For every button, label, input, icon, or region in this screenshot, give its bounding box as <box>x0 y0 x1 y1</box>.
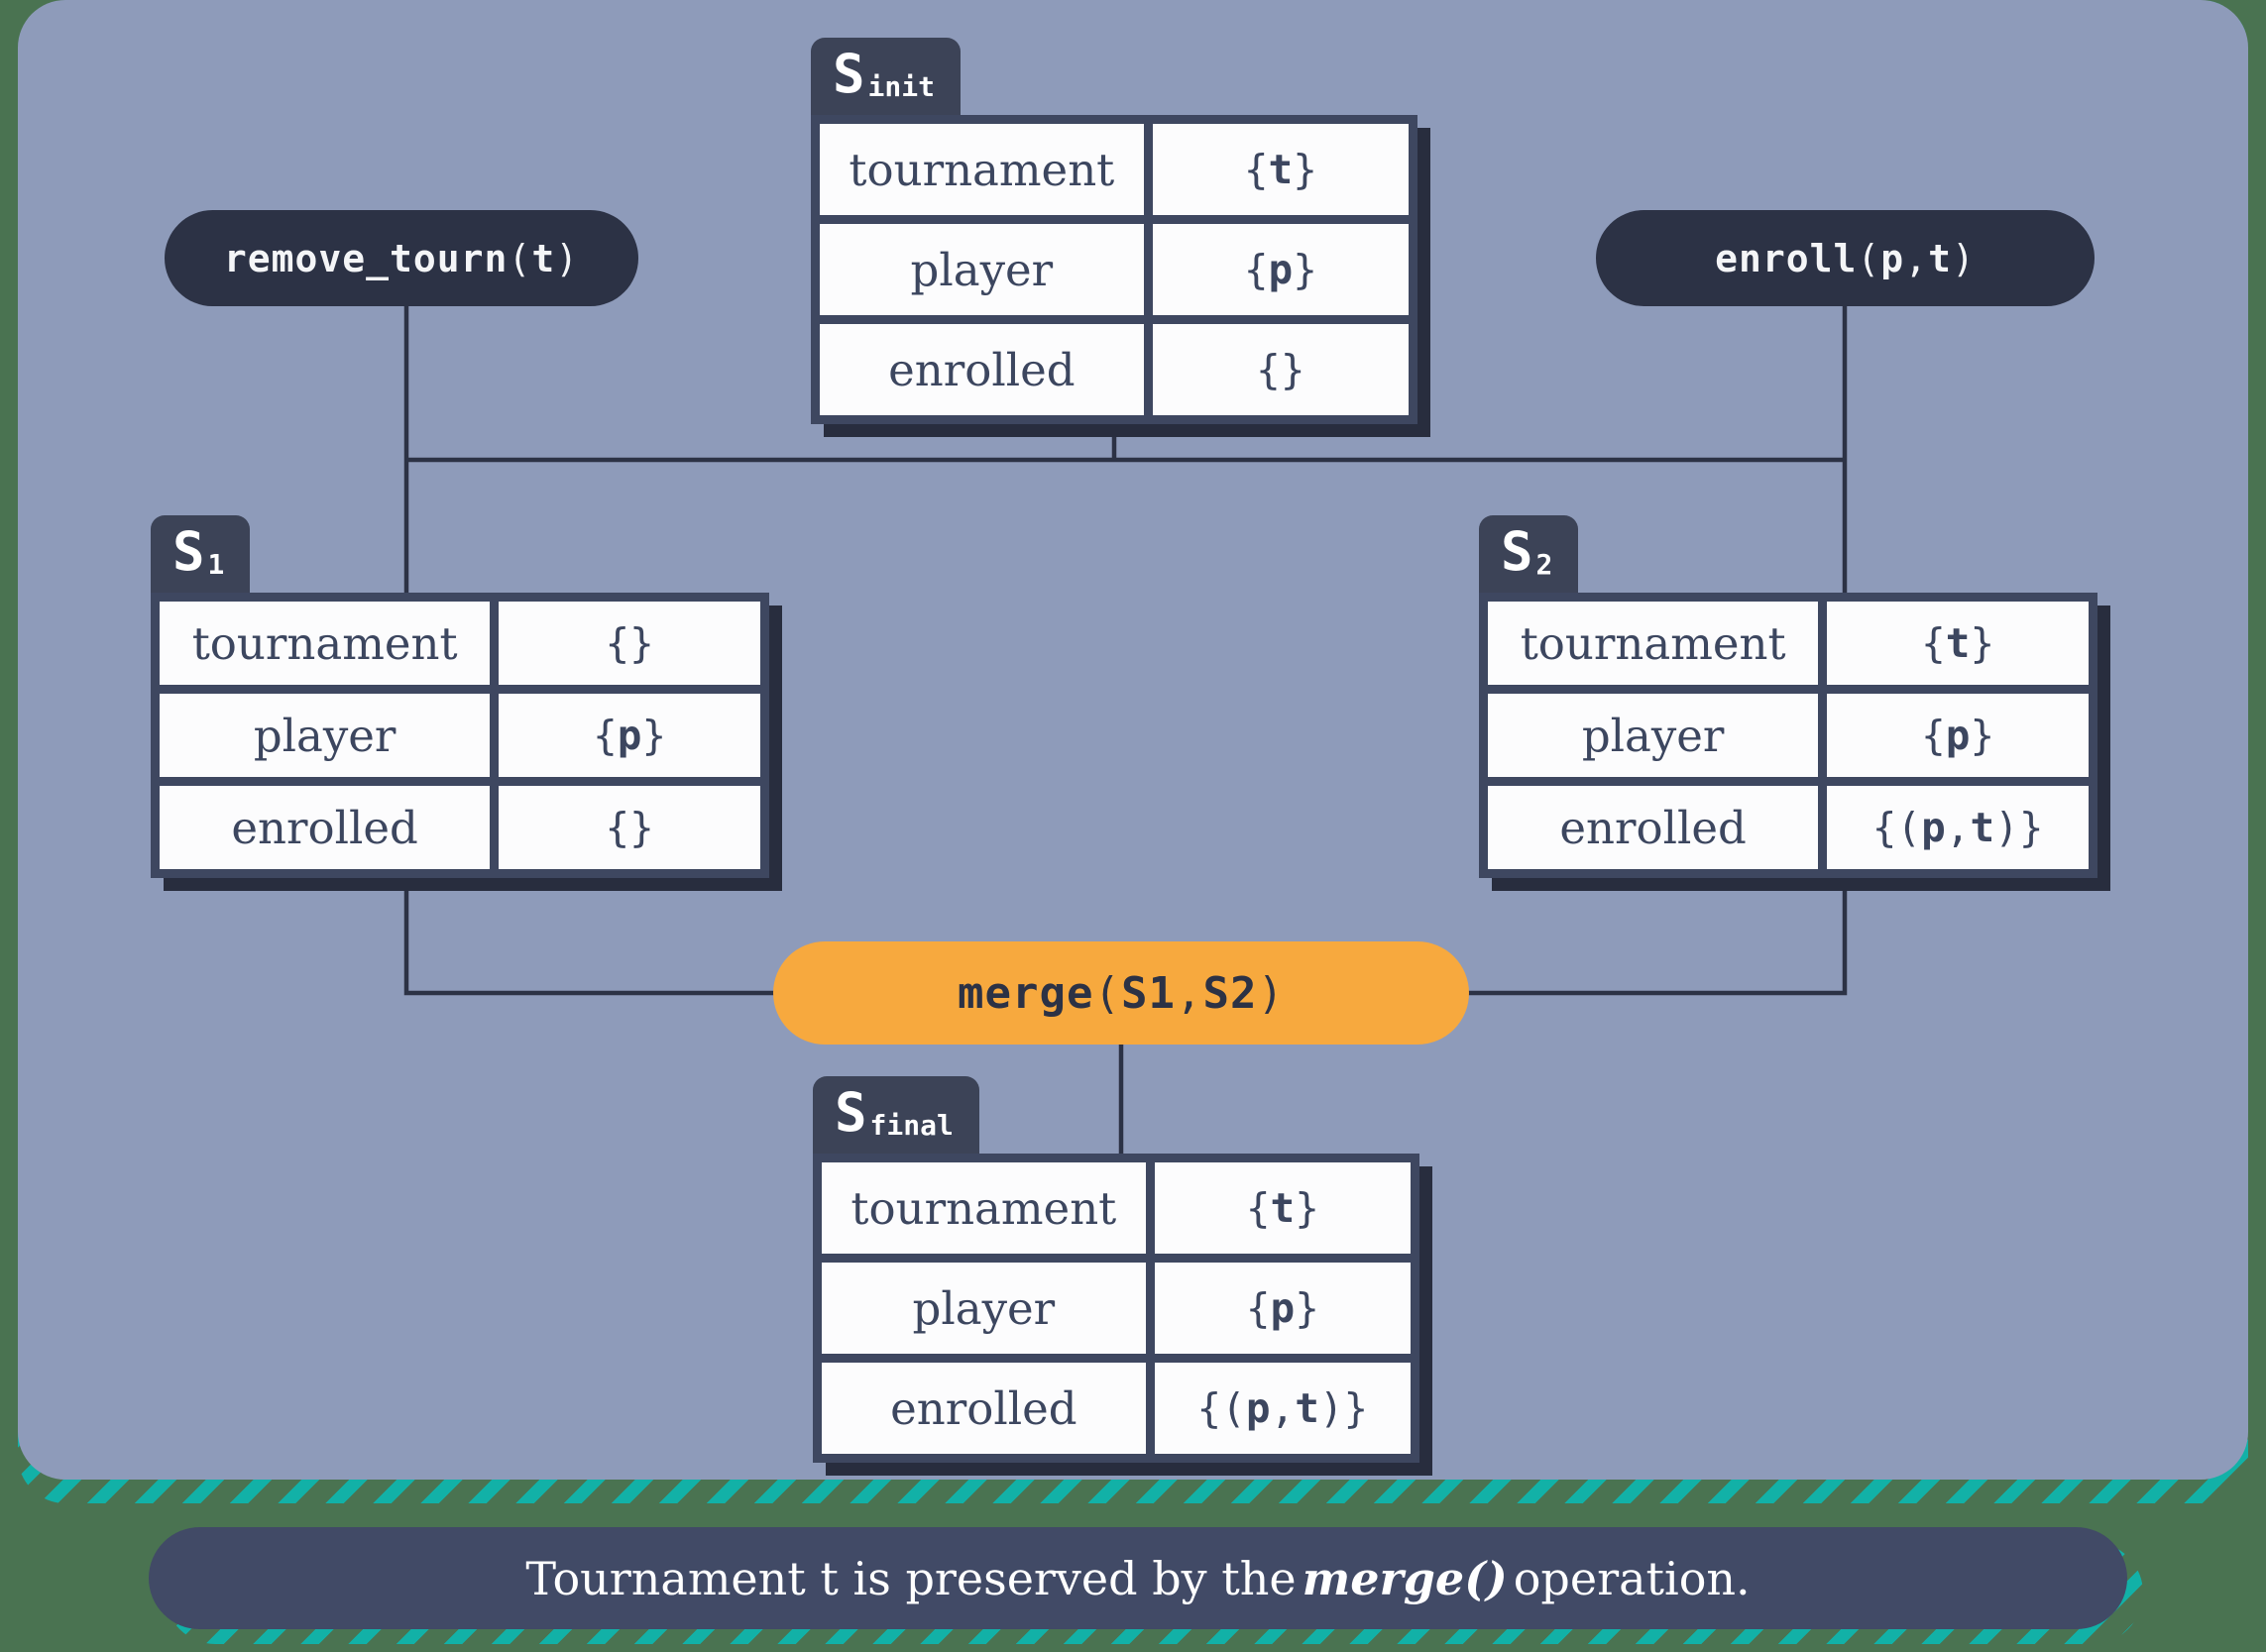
field-label: player <box>822 1263 1146 1354</box>
table-row: enrolled {} <box>160 786 760 869</box>
field-value: {} <box>1152 324 1409 415</box>
field-label: player <box>160 694 491 777</box>
state-tag: S <box>1501 520 1533 583</box>
state-table-s-final: S final tournament {t} player {p} enroll… <box>813 1076 1419 1463</box>
table-row: enrolled {(p, t)} <box>1488 786 2089 869</box>
caption-text: Tournament t is preserved by the <box>525 1551 1297 1605</box>
field-label: enrolled <box>160 786 491 869</box>
state-tag: S <box>172 520 205 583</box>
field-label: tournament <box>160 602 491 685</box>
caption-merge-emphasis: merge() <box>1302 1551 1508 1605</box>
caption-banner: Tournament t is preserved by the merge()… <box>149 1527 2127 1629</box>
remove-tourn-operation-pill: remove_tourn(t) <box>165 210 638 306</box>
state-tag-subscript: 2 <box>1535 548 1553 581</box>
field-value: {t} <box>1154 1162 1411 1254</box>
field-value: {t} <box>1827 602 2089 685</box>
state-grid: tournament {t} player {p} enrolled {(p, … <box>813 1154 1419 1463</box>
field-value: {(p, t)} <box>1154 1363 1411 1454</box>
field-label: enrolled <box>1488 786 1819 869</box>
field-value: {} <box>499 602 760 685</box>
state-table-s2: S 2 tournament {t} player {p} enrolled {… <box>1479 515 2097 878</box>
field-label: tournament <box>1488 602 1819 685</box>
table-row: player {p} <box>822 1263 1411 1354</box>
table-row: player {p} <box>160 694 760 777</box>
table-row: player {p} <box>820 224 1409 315</box>
enroll-operation-pill: enroll(p, t) <box>1596 210 2095 306</box>
table-row: tournament {t} <box>1488 602 2089 685</box>
state-tab-s-final: S final <box>813 1076 979 1154</box>
state-grid: tournament {} player {p} enrolled {} <box>151 593 769 878</box>
field-value: {p} <box>1152 224 1409 315</box>
state-tab-s2: S 2 <box>1479 515 1579 593</box>
field-label: player <box>820 224 1144 315</box>
table-row: tournament {t} <box>822 1162 1411 1254</box>
table-row: tournament {t} <box>820 124 1409 215</box>
state-tag: S <box>833 43 865 105</box>
state-table-s-init: S init tournament {t} player {p} enrolle… <box>811 38 1417 424</box>
field-label: tournament <box>820 124 1144 215</box>
state-grid: tournament {t} player {p} enrolled {} <box>811 115 1417 424</box>
field-label: tournament <box>822 1162 1146 1254</box>
field-value: {(p, t)} <box>1827 786 2089 869</box>
state-grid: tournament {t} player {p} enrolled {(p, … <box>1479 593 2097 878</box>
field-value: {} <box>499 786 760 869</box>
field-label: player <box>1488 694 1819 777</box>
field-label: enrolled <box>820 324 1144 415</box>
table-row: tournament {} <box>160 602 760 685</box>
table-row: enrolled {} <box>820 324 1409 415</box>
table-row: player {p} <box>1488 694 2089 777</box>
field-value: {p} <box>1154 1263 1411 1354</box>
connector-enroll-to-merge <box>1465 295 1848 996</box>
state-table-s1: S 1 tournament {} player {p} enrolled {} <box>151 515 769 878</box>
state-tag: S <box>835 1081 867 1144</box>
state-tag-subscript: 1 <box>207 548 225 581</box>
state-tag-subscript: final <box>869 1109 954 1142</box>
field-value: {p} <box>1827 694 2089 777</box>
field-value: {p} <box>499 694 760 777</box>
merge-operation-pill: merge(S1, S2) <box>773 941 1469 1045</box>
state-tab-s1: S 1 <box>151 515 251 593</box>
connector-remove-to-merge <box>403 295 777 996</box>
table-row: enrolled {(p, t)} <box>822 1363 1411 1454</box>
state-tag-subscript: init <box>867 70 935 103</box>
caption-text: operation. <box>1513 1551 1751 1605</box>
field-label: enrolled <box>822 1363 1146 1454</box>
field-value: {t} <box>1152 124 1409 215</box>
state-tab-s-init: S init <box>811 38 961 115</box>
